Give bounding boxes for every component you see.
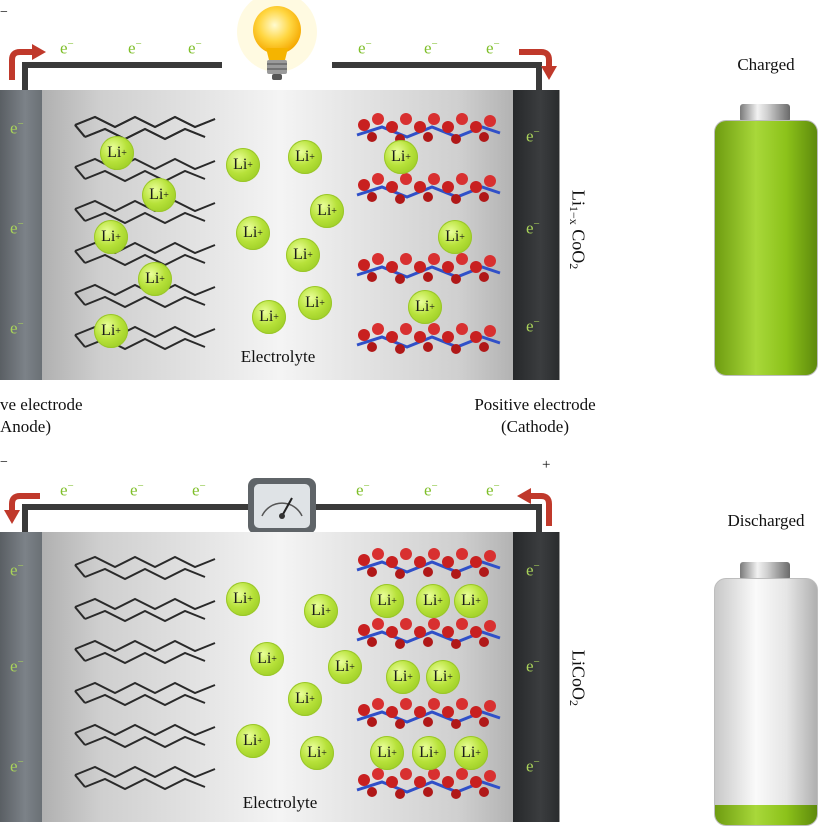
- li-ion: Li+: [386, 660, 420, 694]
- charged-label: Charged: [737, 55, 795, 74]
- li-ion: Li+: [236, 216, 270, 250]
- top-graphite-layers: [74, 115, 216, 350]
- electron-anode: e−: [10, 656, 24, 676]
- negative-electrode-label: ve electrode Anode): [0, 395, 83, 436]
- electron-cathode: e−: [526, 218, 540, 238]
- electron-wire: e−: [356, 480, 370, 500]
- li-ion: Li+: [236, 724, 270, 758]
- electron-anode: e−: [10, 756, 24, 776]
- li-ion: Li+: [426, 660, 460, 694]
- electron-anode: e−: [10, 560, 24, 580]
- battery-body-discharged: [714, 578, 818, 826]
- top-arrow-left-icon: [9, 44, 46, 80]
- li-ion: Li+: [138, 262, 172, 296]
- li-ion: Li+: [142, 178, 176, 212]
- bottom-wire-right: [316, 504, 542, 510]
- li-ion: Li+: [328, 650, 362, 684]
- top-electrolyte-label: Electrolyte: [240, 347, 316, 366]
- electron-wire: e−: [424, 480, 438, 500]
- bottom-wire-left: [22, 504, 248, 510]
- li-ion: Li+: [300, 736, 334, 770]
- electron-anode: e−: [10, 318, 24, 338]
- li-ion: Li+: [438, 220, 472, 254]
- top-cathode-layers: [355, 113, 502, 356]
- electron-cathode: e−: [526, 316, 540, 336]
- li-ion: Li+: [288, 682, 322, 716]
- top-wire-right-drop: [536, 62, 542, 90]
- electron-wire: e−: [486, 38, 500, 58]
- battery-body-charged: [714, 120, 818, 376]
- top-wire-right: [332, 62, 542, 68]
- positive-electrode-label: Positive electrode (Cathode): [474, 395, 596, 436]
- battery-cap: [740, 562, 790, 580]
- li-ion: Li+: [298, 286, 332, 320]
- li-ion: Li+: [454, 736, 488, 770]
- electron-wire: e−: [192, 480, 206, 500]
- bottom-cathode-formula: LiCoO2: [567, 650, 589, 707]
- electron-wire: e−: [188, 38, 202, 58]
- top-wire-left-drop: [22, 62, 28, 90]
- li-ion: Li+: [454, 584, 488, 618]
- battery-fill-discharged: [715, 805, 817, 825]
- li-ion: Li+: [94, 220, 128, 254]
- li-ion: Li+: [310, 194, 344, 228]
- bottom-anode: [0, 532, 42, 822]
- bottom-wire-right-drop: [536, 504, 542, 532]
- electron-anode: e−: [10, 218, 24, 238]
- li-ion: Li+: [384, 140, 418, 174]
- bottom-arrow-right-icon: [517, 488, 552, 526]
- bottom-arrow-left-icon: [4, 493, 40, 524]
- top-polarity-minus: −: [0, 5, 8, 20]
- electron-wire: e−: [128, 38, 142, 58]
- bottom-cathode: [513, 532, 559, 822]
- top-anode: [0, 90, 42, 380]
- li-ion: Li+: [250, 642, 284, 676]
- li-ion: Li+: [94, 314, 128, 348]
- electron-wire: e−: [130, 480, 144, 500]
- electron-wire: e−: [486, 480, 500, 500]
- electron-cathode: e−: [526, 126, 540, 146]
- li-ion: Li+: [370, 736, 404, 770]
- li-ion: Li+: [288, 140, 322, 174]
- bottom-wire-left-drop: [22, 504, 28, 532]
- electron-anode: e−: [10, 118, 24, 138]
- li-ion: Li+: [412, 736, 446, 770]
- li-ion: Li+: [304, 594, 338, 628]
- li-ion: Li+: [370, 584, 404, 618]
- top-arrow-right-icon: [519, 49, 557, 80]
- top-cathode-formula: Li1−x CoO2: [567, 190, 589, 270]
- li-ion: Li+: [226, 148, 260, 182]
- electron-wire: e−: [424, 38, 438, 58]
- bottom-electrolyte-label: Electrolyte: [242, 793, 318, 812]
- gauge-meter-icon: [248, 478, 316, 534]
- electron-wire: e−: [358, 38, 372, 58]
- electron-cathode: e−: [526, 756, 540, 776]
- electron-cathode: e−: [526, 560, 540, 580]
- li-ion: Li+: [100, 136, 134, 170]
- li-ion: Li+: [286, 238, 320, 272]
- electron-wire: e−: [60, 38, 74, 58]
- discharged-label: Discharged: [727, 511, 805, 530]
- battery-cap: [740, 104, 790, 122]
- li-ion: Li+: [408, 290, 442, 324]
- li-ion: Li+: [226, 582, 260, 616]
- bottom-graphite-layers: [74, 556, 216, 790]
- bottom-polarity-minus: −: [0, 455, 8, 470]
- battery-fill-charged: [715, 121, 817, 375]
- light-bulb-icon: [237, 0, 317, 80]
- bottom-polarity-plus: +: [542, 457, 551, 473]
- li-ion: Li+: [252, 300, 286, 334]
- top-wire-left: [22, 62, 222, 68]
- li-ion: Li+: [416, 584, 450, 618]
- electron-wire: e−: [60, 480, 74, 500]
- top-cathode: [513, 90, 559, 380]
- electron-cathode: e−: [526, 656, 540, 676]
